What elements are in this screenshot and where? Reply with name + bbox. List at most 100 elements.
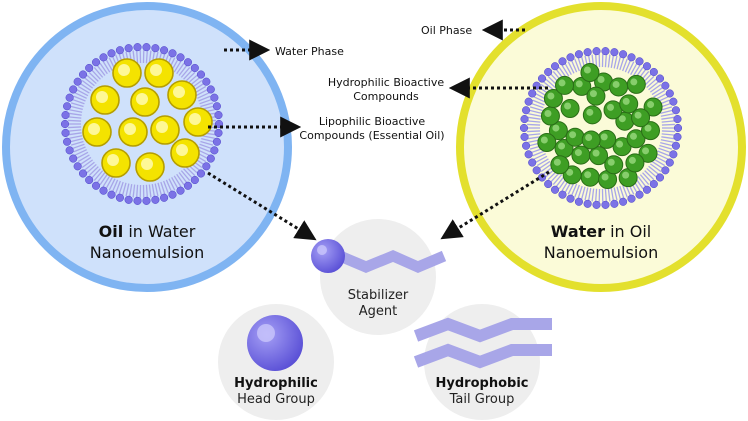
surfactant-tail <box>176 62 185 75</box>
surfactant-tail <box>570 59 578 73</box>
surfactant-head <box>69 85 78 94</box>
surfactant-tail <box>642 172 652 183</box>
surfactant-tail <box>574 184 580 198</box>
tail-group-label-bold: Hydrophobic <box>436 376 529 391</box>
water-droplet-highlight <box>647 101 655 109</box>
water-droplet <box>626 74 646 94</box>
surfactant-tail <box>527 116 541 120</box>
stabilizer-bubble <box>320 219 436 335</box>
surfactant-tail <box>118 181 124 195</box>
surfactant-head <box>69 154 78 163</box>
surfactant-head <box>160 193 169 202</box>
water-droplet-highlight <box>616 140 624 148</box>
surfactant-tail <box>594 188 598 202</box>
surfactant-tail <box>74 92 87 99</box>
surfactant-head <box>635 190 644 199</box>
water-phase-label: Water Phase <box>275 45 344 58</box>
surfactant-tail <box>660 139 674 143</box>
head-group-label: Head Group <box>237 392 315 407</box>
surfactant-tail <box>646 78 657 89</box>
surfactant-tail <box>77 85 90 94</box>
surfactant-tail <box>555 176 565 188</box>
surfactant-tail <box>185 166 196 177</box>
water-droplet-highlight <box>544 109 552 117</box>
surfactant-head <box>661 166 670 175</box>
surfactant-head <box>537 74 547 83</box>
surfactant-tail <box>653 89 666 98</box>
surfactant-tail <box>96 64 106 76</box>
water-droplet <box>580 62 600 82</box>
surfactant-tail <box>567 61 575 74</box>
surfactant-tail <box>81 79 94 89</box>
surfactant-tail <box>527 123 541 126</box>
surfactant-head <box>566 194 575 203</box>
surfactant-head <box>528 89 537 98</box>
surfactant-tail <box>659 144 673 150</box>
surfactant-tail <box>77 154 90 163</box>
surfactant-tail <box>661 133 675 136</box>
surfactant-head <box>142 43 151 52</box>
surfactant-tail <box>125 183 130 197</box>
surfactant-head <box>183 58 193 67</box>
surfactant-head <box>124 195 133 204</box>
surfactant-head <box>176 53 185 62</box>
surfactant-tail <box>83 161 95 171</box>
water-droplet-highlight <box>630 78 638 86</box>
surfactant-tail <box>93 67 104 78</box>
surfactant-tail <box>86 163 97 174</box>
surfactant-tail <box>545 78 556 89</box>
water-droplet-highlight <box>607 103 615 111</box>
surfactant-tail <box>99 173 108 186</box>
surfactant-head <box>206 85 215 94</box>
surfactant-head <box>78 70 88 79</box>
surfactant-tail <box>173 175 182 188</box>
surfactant-head <box>520 132 529 141</box>
oil-droplet-highlight <box>118 64 130 76</box>
surfactant-head <box>60 119 70 129</box>
surfactant-head <box>202 162 211 171</box>
surfactant-head <box>532 166 541 175</box>
surfactant-tail <box>91 168 101 179</box>
oil-droplets <box>82 58 213 182</box>
surfactant-tail <box>535 155 548 163</box>
water-droplet-highlight <box>564 102 572 110</box>
surfactant-head <box>142 196 151 205</box>
surfactant-head <box>63 137 72 146</box>
surfactant-head <box>168 49 177 58</box>
surfactant-tail <box>561 64 570 77</box>
oil-droplet-highlight <box>136 93 148 105</box>
surfactant-tail <box>651 160 664 170</box>
surfactant-tail <box>577 185 583 199</box>
surfactant-head <box>160 46 169 55</box>
surfactant-tail <box>70 140 84 146</box>
surfactant-head <box>202 77 211 86</box>
surfactant-head <box>63 102 72 111</box>
water-droplet-highlight <box>575 80 583 88</box>
water-droplet <box>609 77 629 97</box>
surfactant-head <box>183 181 193 190</box>
surfactant-tail <box>68 129 82 132</box>
water-droplet-highlight <box>642 147 650 155</box>
surfactant-tail <box>530 102 544 109</box>
surfactant-tail <box>610 54 615 68</box>
water-droplet-highlight <box>634 111 642 119</box>
surfactant-tail <box>580 186 586 200</box>
surfactant-head <box>85 63 94 73</box>
surfactant-tail <box>79 82 92 92</box>
surfactant-tail <box>604 54 608 68</box>
oil-droplet-highlight <box>141 158 153 170</box>
surfactant-tail <box>187 74 198 85</box>
water-droplet <box>571 145 591 165</box>
surfactant-tail <box>627 61 635 74</box>
surfactant-head <box>661 81 670 90</box>
surfactant-tail <box>68 112 82 116</box>
surfactant-tail <box>135 50 139 64</box>
surfactant-tail <box>657 150 670 157</box>
surfactant-head <box>99 186 108 195</box>
surfactant-head <box>196 70 206 79</box>
surfactant-head <box>107 49 116 58</box>
surfactant-tail <box>656 153 669 160</box>
water-droplet <box>604 155 624 175</box>
surfactant-head <box>524 97 533 106</box>
surfactant-head <box>649 179 658 189</box>
